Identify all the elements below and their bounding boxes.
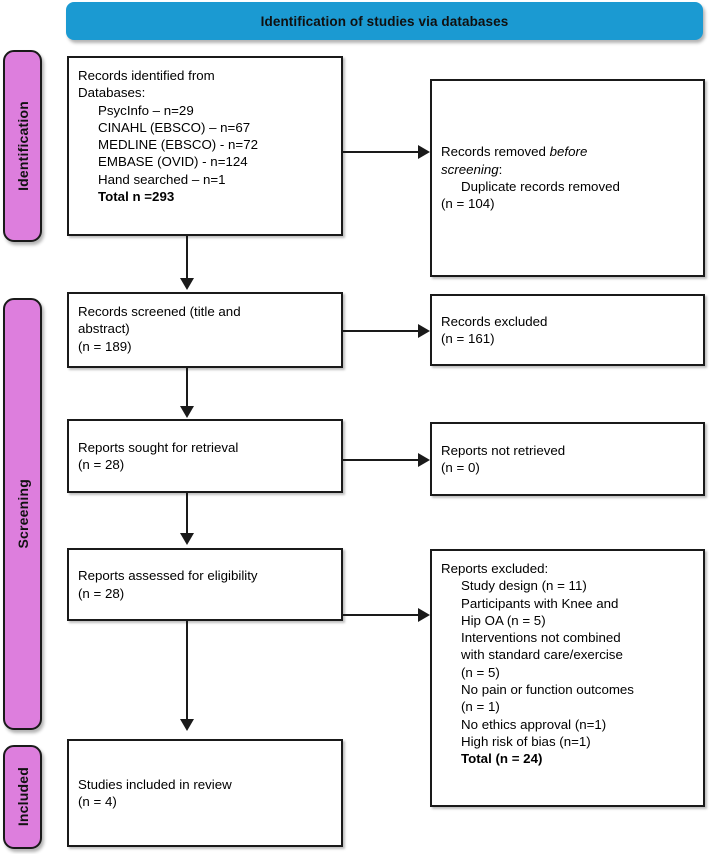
arrow-screened-to-sought-head xyxy=(180,406,194,418)
records-screened-line1: Records screened (title and xyxy=(78,304,241,319)
records-identified-total: Total n =293 xyxy=(98,188,175,204)
box-reports-sought: Reports sought for retrieval (n = 28) xyxy=(67,419,343,493)
arrow-identified-to-screened-line xyxy=(186,236,188,280)
reason-no-pain-outcomes: No pain or function outcomes xyxy=(461,681,634,697)
records-removed-line1a: Records removed xyxy=(441,144,550,160)
reports-excluded-heading: Reports excluded: xyxy=(441,561,549,576)
box-reports-sought-text: Reports sought for retrieval (n = 28) xyxy=(69,439,247,474)
box-reports-excluded: Reports excluded: Study design (n = 11) … xyxy=(430,549,705,807)
duplicate-records-removed: Duplicate records removed xyxy=(461,179,620,194)
reports-assessed-count: (n = 28) xyxy=(78,585,125,601)
stage-label-screening-text: Screening xyxy=(14,479,31,549)
box-reports-assessed-text: Reports assessed for eligibility (n = 28… xyxy=(69,567,267,602)
arrow-identified-to-removed-line xyxy=(343,151,419,153)
records-screened-line2: abstract) xyxy=(78,321,130,337)
header-banner-label: Identification of studies via databases xyxy=(260,13,509,29)
box-records-screened: Records screened (title and abstract) (n… xyxy=(67,292,343,368)
arrow-sought-to-not-retrieved-line xyxy=(343,459,419,461)
reason-study-design: Study design (n = 11) xyxy=(461,578,587,594)
reports-assessed-label: Reports assessed for eligibility xyxy=(78,568,258,584)
records-identified-line1: Records identified from xyxy=(78,68,215,83)
reason-no-ethics-approval: No ethics approval (n=1) xyxy=(461,716,607,732)
arrow-assessed-to-reports-excluded-head xyxy=(418,608,430,622)
studies-included-count: (n = 4) xyxy=(78,794,117,809)
stage-label-identification: Identification xyxy=(3,50,42,242)
records-excluded-count: (n = 161) xyxy=(441,331,495,346)
box-records-identified: Records identified from Databases: PsycI… xyxy=(67,56,343,236)
stage-label-screening: Screening xyxy=(3,298,42,730)
box-reports-not-retrieved-text: Reports not retrieved (n = 0) xyxy=(432,442,574,477)
records-removed-line2b: : xyxy=(498,161,503,177)
box-records-excluded-text: Records excluded (n = 161) xyxy=(432,313,556,348)
arrow-screened-to-excluded-line xyxy=(343,330,419,332)
source-hand-searched: Hand searched – n=1 xyxy=(98,171,226,187)
arrow-screened-to-excluded-head xyxy=(418,324,430,338)
header-banner: Identification of studies via databases xyxy=(66,2,703,40)
arrow-sought-to-assessed-head xyxy=(180,533,194,545)
arrow-screened-to-sought-line xyxy=(186,368,188,408)
reports-sought-count: (n = 28) xyxy=(78,457,125,472)
reason-interventions-1: Interventions not combined xyxy=(461,630,621,646)
box-records-identified-text: Records identified from Databases: PsycI… xyxy=(69,58,267,205)
reports-not-retrieved-label: Reports not retrieved xyxy=(441,442,566,458)
stage-label-included-text: Included xyxy=(14,767,31,827)
reason-high-risk-bias: High risk of bias (n=1) xyxy=(461,733,591,749)
box-reports-excluded-text: Reports excluded: Study design (n = 11) … xyxy=(432,551,643,767)
duplicate-records-count: (n = 104) xyxy=(441,196,495,212)
box-reports-not-retrieved: Reports not retrieved (n = 0) xyxy=(430,422,705,496)
arrow-assessed-to-reports-excluded-line xyxy=(343,614,419,616)
reports-sought-label: Reports sought for retrieval xyxy=(78,439,239,455)
reason-participants-knee-hip-1: Participants with Knee and xyxy=(461,595,619,611)
box-records-removed-text: Records removed before screening: Duplic… xyxy=(432,143,629,212)
source-cinahl: CINAHL (EBSCO) – n=67 xyxy=(98,119,251,135)
source-psycinfo: PsycInfo – n=29 xyxy=(98,102,194,118)
arrow-identified-to-removed-head xyxy=(418,145,430,159)
reports-excluded-total: Total (n = 24) xyxy=(461,751,543,767)
reason-interventions-2: with standard care/exercise xyxy=(461,647,623,663)
reason-participants-knee-hip-2: Hip OA (n = 5) xyxy=(461,612,546,628)
records-removed-line2a: screening xyxy=(441,161,499,177)
stage-label-included: Included xyxy=(3,745,42,849)
source-medline: MEDLINE (EBSCO) - n=72 xyxy=(98,137,258,153)
arrow-sought-to-assessed-line xyxy=(186,493,188,535)
stage-label-identification-text: Identification xyxy=(14,101,31,191)
box-records-excluded: Records excluded (n = 161) xyxy=(430,294,705,366)
records-excluded-label: Records excluded xyxy=(441,313,548,329)
source-embase: EMBASE (OVID) - n=124 xyxy=(98,154,248,170)
arrow-identified-to-screened-head xyxy=(180,278,194,290)
box-reports-assessed: Reports assessed for eligibility (n = 28… xyxy=(67,548,343,621)
arrow-assessed-to-included-line xyxy=(186,621,188,721)
records-screened-count: (n = 189) xyxy=(78,338,132,354)
box-studies-included: Studies included in review (n = 4) xyxy=(67,739,343,847)
records-identified-line2: Databases: xyxy=(78,85,146,101)
studies-included-label: Studies included in review xyxy=(78,776,232,792)
box-studies-included-text: Studies included in review (n = 4) xyxy=(69,776,241,811)
reports-not-retrieved-count: (n = 0) xyxy=(441,460,480,475)
box-records-removed: Records removed before screening: Duplic… xyxy=(430,79,705,277)
records-removed-line1b: before xyxy=(549,144,588,160)
arrow-sought-to-not-retrieved-head xyxy=(418,453,430,467)
reason-interventions-count: (n = 5) xyxy=(461,664,500,680)
arrow-assessed-to-included-head xyxy=(180,719,194,731)
box-records-screened-text: Records screened (title and abstract) (n… xyxy=(69,294,250,355)
reason-no-pain-outcomes-count: (n = 1) xyxy=(461,699,500,715)
